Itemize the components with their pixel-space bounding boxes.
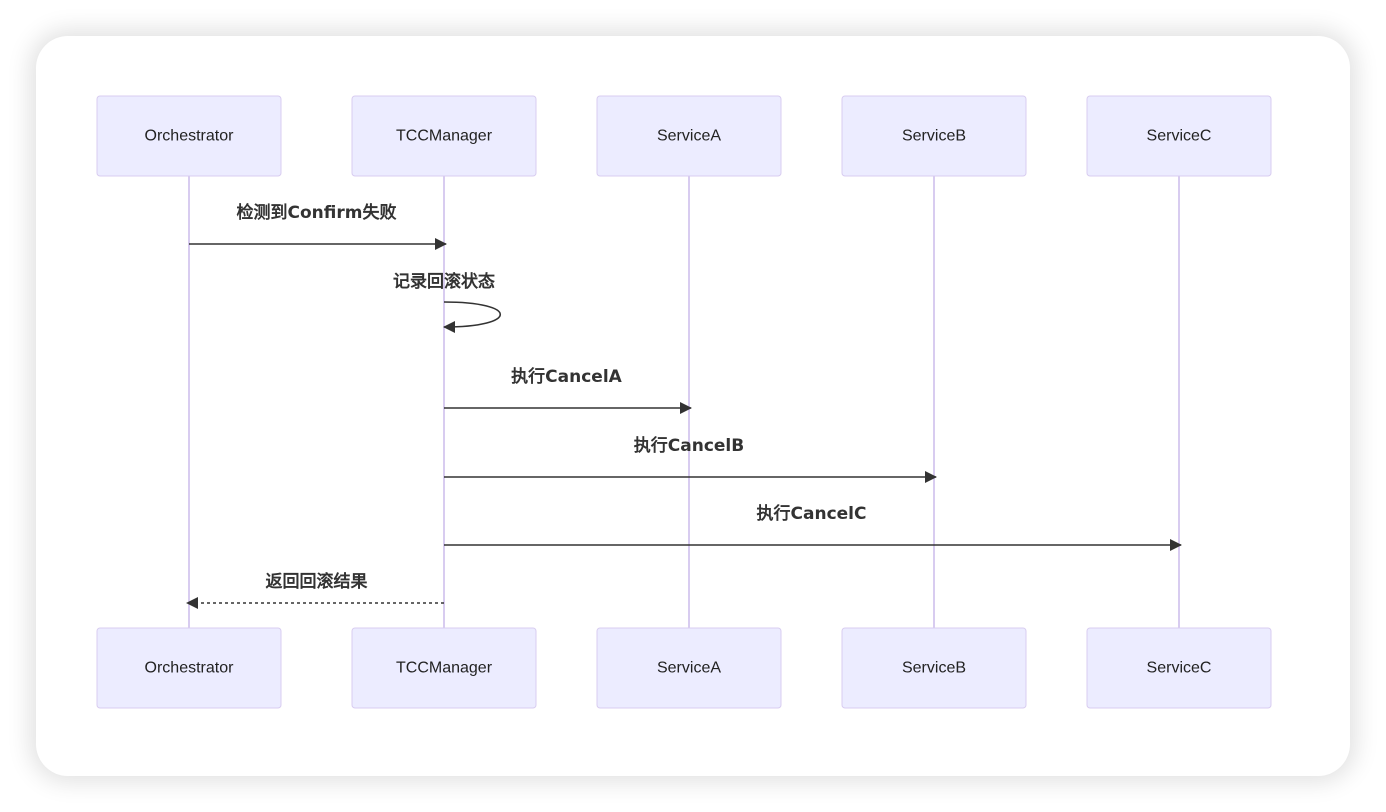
message-2: 执行CancelA [444,366,692,414]
message-4: 执行CancelC [444,503,1182,551]
actor-box [596,627,782,709]
message-label: 执行CancelA [511,366,622,387]
actor-box [596,95,782,177]
message-0: 检测到Confirm失败 [189,202,447,250]
actor-serviceb-top[interactable]: ServiceB [841,95,1027,177]
message-5: 返回回滚结果 [186,571,444,609]
message-label: 执行CancelB [634,435,744,456]
actor-servicec-top[interactable]: ServiceC [1086,95,1272,177]
actor-tccmanager-top[interactable]: TCCManager [351,95,537,177]
message-label: 检测到Confirm失败 [237,202,397,223]
self-message-arrow [443,301,502,333]
actor-servicea-top[interactable]: ServiceA [596,95,782,177]
message-1: 记录回滚状态 [393,271,502,333]
actor-orchestrator-bottom[interactable]: Orchestrator [96,627,282,709]
actor-box [841,627,1027,709]
actor-label: ServiceA [657,128,721,145]
actor-label: ServiceB [902,128,966,145]
actor-label: TCCManager [396,128,493,145]
actor-box [1086,627,1272,709]
actor-box [96,627,282,709]
actor-label: ServiceC [1147,128,1212,145]
actor-label: Orchestrator [145,128,235,145]
actor-serviceb-bottom[interactable]: ServiceB [841,627,1027,709]
message-label: 执行CancelC [757,503,867,524]
actor-label: ServiceC [1147,660,1212,677]
actor-box [96,95,282,177]
message-label: 记录回滚状态 [393,271,495,292]
actor-label: ServiceB [902,660,966,677]
actor-orchestrator-top[interactable]: Orchestrator [96,95,282,177]
actor-box [841,95,1027,177]
actor-servicea-bottom[interactable]: ServiceA [596,627,782,709]
message-label: 返回回滚结果 [266,571,368,592]
actor-box [1086,95,1272,177]
actor-tccmanager-bottom[interactable]: TCCManager [351,627,537,709]
actor-label: ServiceA [657,660,721,677]
message-3: 执行CancelB [444,435,937,483]
actor-box [351,627,537,709]
actor-label: TCCManager [396,660,493,677]
actor-servicec-bottom[interactable]: ServiceC [1086,627,1272,709]
actor-label: Orchestrator [145,660,235,677]
actor-box [351,95,537,177]
